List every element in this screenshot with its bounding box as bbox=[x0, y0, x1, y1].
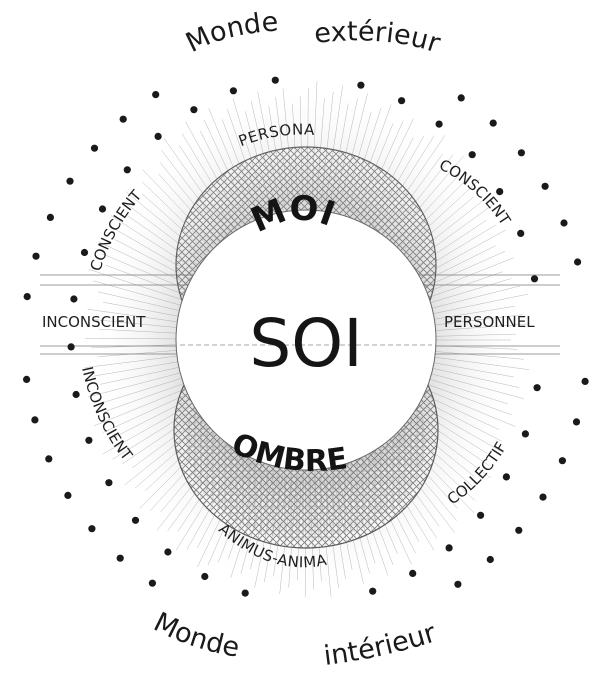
ring-dot bbox=[560, 219, 567, 226]
label-monde-interieur-right: intérieur bbox=[322, 617, 440, 672]
ring-dot bbox=[91, 145, 98, 152]
ring-dot bbox=[155, 133, 162, 140]
ring-dot bbox=[64, 492, 71, 499]
ring-dot bbox=[517, 230, 524, 237]
ring-dot bbox=[70, 295, 77, 302]
ring-dot bbox=[454, 581, 461, 588]
ring-dot bbox=[24, 293, 31, 300]
ring-dot bbox=[469, 151, 476, 158]
ring-dot bbox=[47, 214, 54, 221]
ring-dot bbox=[88, 525, 95, 532]
ring-dot bbox=[190, 106, 197, 113]
ring-dot bbox=[45, 455, 52, 462]
label-monde-interieur-left: Monde bbox=[149, 607, 242, 664]
ring-dot bbox=[31, 416, 38, 423]
ring-dot bbox=[518, 149, 525, 156]
ring-dot bbox=[534, 384, 541, 391]
ring-dot bbox=[490, 120, 497, 127]
ring-dot bbox=[73, 391, 80, 398]
ring-dot bbox=[477, 512, 484, 519]
ring-dot bbox=[357, 82, 364, 89]
ring-dot bbox=[531, 275, 538, 282]
ring-dot bbox=[436, 121, 443, 128]
ring-dot bbox=[85, 437, 92, 444]
ring-dot bbox=[124, 166, 131, 173]
ring-dot bbox=[542, 183, 549, 190]
ring-dot bbox=[522, 430, 529, 437]
ring-dot bbox=[149, 580, 156, 587]
ring-dot bbox=[503, 473, 510, 480]
ring-dot bbox=[559, 457, 566, 464]
ring-dot bbox=[458, 94, 465, 101]
ring-dot bbox=[242, 590, 249, 597]
ring-dot bbox=[230, 87, 237, 94]
ring-dot bbox=[369, 588, 376, 595]
ring-dot bbox=[539, 494, 546, 501]
ring-dot bbox=[409, 570, 416, 577]
ring-dot bbox=[132, 517, 139, 524]
ring-dot bbox=[68, 343, 75, 350]
ring-dot bbox=[120, 116, 127, 123]
ring-dot bbox=[66, 178, 73, 185]
label-inconscient-left: INCONSCIENT bbox=[42, 313, 146, 331]
ring-dot bbox=[32, 253, 39, 260]
ring-dot bbox=[164, 548, 171, 555]
ring-dot bbox=[152, 91, 159, 98]
ring-dot bbox=[582, 378, 589, 385]
ring-dot bbox=[515, 527, 522, 534]
label-soi: SOI bbox=[249, 305, 362, 382]
ring-dot bbox=[398, 97, 405, 104]
ring-dot bbox=[117, 555, 124, 562]
ring-dot bbox=[201, 573, 208, 580]
ring-dot bbox=[574, 258, 581, 265]
ring-dot bbox=[496, 188, 503, 195]
label-monde-exterieur-left: Monde bbox=[181, 7, 279, 59]
ring-dot bbox=[81, 249, 88, 256]
label-personnel: PERSONNEL bbox=[444, 313, 535, 331]
ring-dot bbox=[487, 556, 494, 563]
ring-dot bbox=[99, 205, 106, 212]
ring-dot bbox=[105, 479, 112, 486]
ring-dot bbox=[446, 544, 453, 551]
label-monde-exterieur-right: extérieur bbox=[313, 16, 445, 59]
ring-dot bbox=[23, 376, 30, 383]
ring-dot bbox=[573, 418, 580, 425]
ring-dot bbox=[272, 77, 279, 84]
